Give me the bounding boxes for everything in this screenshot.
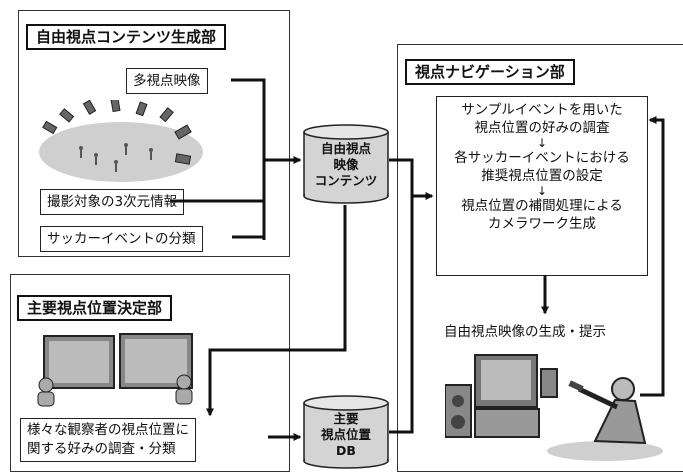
player-icon bbox=[124, 143, 128, 147]
camera-icon bbox=[159, 107, 174, 123]
camera-icon bbox=[82, 100, 97, 115]
camera-icon bbox=[174, 124, 192, 140]
content-gen-title: 自由視点コンテンツ生成部 bbox=[26, 24, 227, 50]
camera-icon bbox=[42, 120, 58, 135]
viewer-tv-illustration bbox=[445, 354, 663, 461]
field-ellipse bbox=[39, 122, 203, 182]
camera-scene-illustration bbox=[39, 100, 203, 182]
camera-icon bbox=[110, 100, 121, 113]
free-viewpoint-content-cylinder: 自由視点 映像 コンテンツ bbox=[303, 124, 389, 204]
speaker-icon bbox=[540, 368, 558, 398]
player-icon bbox=[79, 146, 83, 150]
remote-icon bbox=[568, 380, 584, 392]
arrow-content-to-navigation bbox=[389, 158, 434, 200]
step-separator-arrow: ↓ bbox=[536, 184, 548, 198]
arrow-feedback-loop bbox=[640, 116, 665, 397]
arrow-db-to-navigation bbox=[389, 196, 414, 434]
output-label: 自由視点映像の生成・提示 bbox=[444, 324, 606, 340]
soccer-event-class-box: サッカーイベントの分類 bbox=[40, 226, 203, 252]
arrow-inputs-to-content bbox=[170, 78, 300, 240]
camera-icon bbox=[59, 108, 75, 123]
step-sample-survey: サンプルイベントを用いた bbox=[461, 102, 623, 118]
step-separator-arrow: ↓ bbox=[536, 136, 548, 150]
observer-survey-box: 様々な観察者の視点位置に 関する好みの調査・分類 bbox=[20, 418, 196, 462]
multi-view-video-box: 多視点映像 bbox=[126, 68, 208, 94]
target-3d-info-box: 撮影対象の3次元情報 bbox=[40, 189, 185, 215]
main-viewpoint-title: 主要視点位置決定部 bbox=[17, 295, 173, 321]
camera-icon bbox=[135, 101, 148, 117]
player-icon bbox=[114, 160, 118, 164]
arrow-content-to-survey bbox=[206, 205, 347, 417]
observers-monitors-illustration bbox=[37, 333, 193, 407]
step-camerawork: 視点位置の補間処理による bbox=[461, 198, 623, 214]
camera-icon bbox=[174, 153, 192, 165]
player-icon bbox=[94, 153, 98, 157]
speaker-icon bbox=[445, 384, 472, 438]
navigation-title: 視点ナビゲーション部 bbox=[405, 59, 575, 85]
player-icon bbox=[149, 148, 153, 152]
main-viewpoint-db-cylinder: 主要 視点位置 DB bbox=[303, 395, 389, 470]
step-recommended-viewpoint: 各サッカーイベントにおける bbox=[454, 150, 630, 166]
step-camerawork-2: カメラワーク生成 bbox=[488, 216, 596, 232]
navigation-steps-box: サンプルイベントを用いた 視点位置の好みの調査 ↓ 各サッカーイベントにおける … bbox=[436, 96, 648, 276]
step-sample-survey-2: 視点位置の好みの調査 bbox=[474, 120, 610, 136]
step-recommended-viewpoint-2: 推奨視点位置の設定 bbox=[481, 168, 603, 184]
